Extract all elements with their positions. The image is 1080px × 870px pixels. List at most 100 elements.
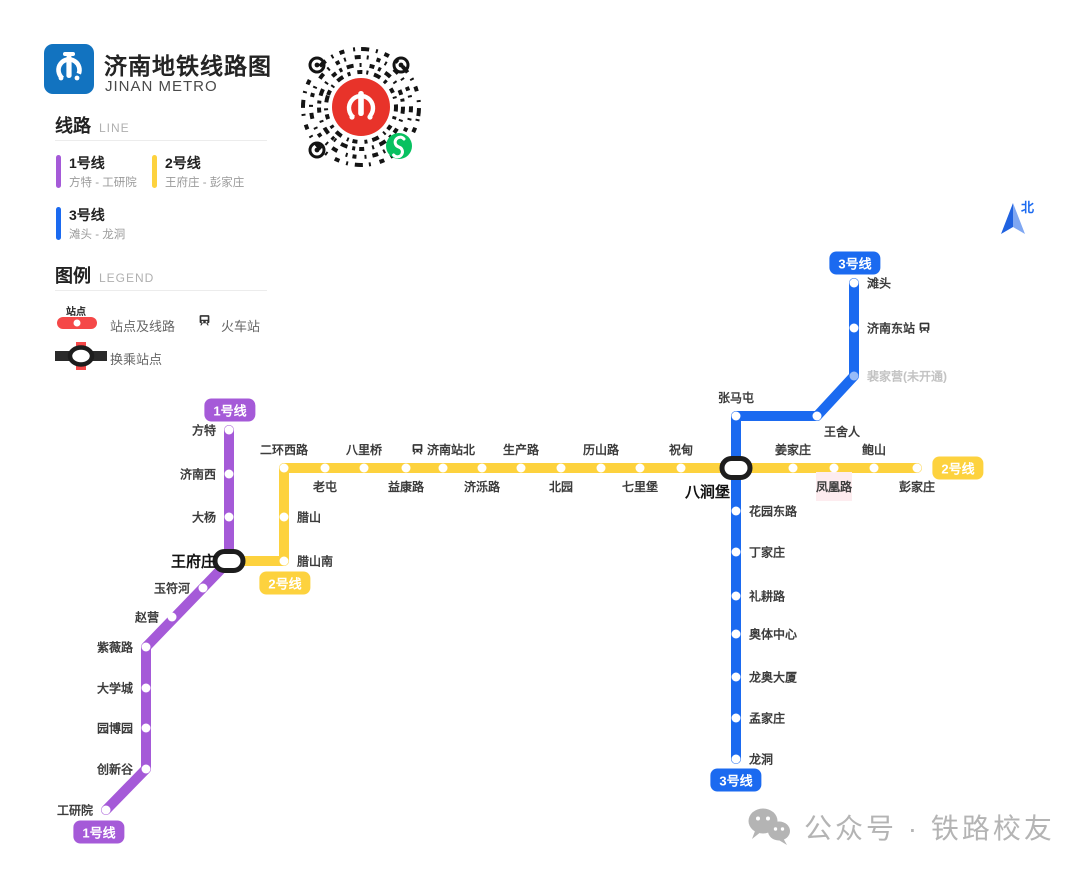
station-name: 生产路 (502, 443, 540, 457)
station-name: 济南站北 (426, 443, 476, 457)
station-label: 济南站北 (411, 441, 475, 458)
station-name: 龙洞 (749, 752, 774, 767)
station-name: 张马屯 (717, 391, 755, 405)
station-name: 园博园 (96, 721, 133, 736)
line2-badge: 2号线 (932, 456, 984, 480)
station-name: 历山路 (582, 443, 620, 457)
north-label: 北 (1021, 200, 1035, 215)
train-icon (412, 444, 423, 455)
line3-polyline (731, 278, 859, 764)
station-label: 祝甸 (669, 441, 693, 458)
station-label: 八涧堡 (685, 481, 730, 502)
station-label: 七里堡 (622, 478, 658, 495)
station-dot (224, 512, 234, 522)
station-name: 大杨 (191, 510, 216, 525)
station-dot (731, 411, 741, 421)
line-chip-1: 1号线 方特 - 工研院 (56, 155, 137, 190)
station-dot (731, 672, 741, 682)
station-dot (279, 512, 289, 522)
lines-section-title: 线路 (55, 116, 91, 136)
station-dot (198, 583, 208, 593)
station-dot (731, 713, 741, 723)
station-dot (829, 463, 839, 473)
station-label: 孟家庄 (749, 710, 785, 727)
line1-badge: 1号线 (73, 820, 125, 844)
station-label: 凤凰路 (816, 478, 852, 495)
station-name: 腊山南 (297, 554, 334, 569)
line-1-color-bar (56, 155, 61, 188)
station-label: 奥体中心 (749, 626, 797, 643)
station-dot (477, 463, 487, 473)
station-label: 历山路 (583, 441, 619, 458)
legend-divider (55, 290, 267, 291)
station-name: 赵营 (134, 610, 159, 625)
line1-badge: 1号线 (204, 398, 256, 422)
station-dot (731, 754, 741, 764)
station-dot (788, 463, 798, 473)
lines-section-header: 线路 LINE (55, 112, 130, 138)
station-name: 滩头 (867, 276, 892, 291)
station-label: 龙洞 (749, 751, 773, 768)
station-dot (731, 629, 741, 639)
station-label: 玉符河 (154, 580, 190, 597)
station-dot (141, 723, 151, 733)
station-name: 腊山 (297, 510, 322, 525)
legend-section-subtitle: LEGEND (99, 271, 155, 285)
station-dot (224, 425, 234, 435)
station-dot (596, 463, 606, 473)
station-dot (359, 463, 369, 473)
station-name: 姜家庄 (774, 443, 812, 457)
legend-transfer-sample (55, 342, 107, 370)
line-chip-2: 2号线 王府庄 - 彭家庄 (152, 155, 244, 190)
legend-station-dot (73, 319, 81, 327)
jinan-metro-logo (44, 44, 94, 94)
station-name: 济南东站 (867, 321, 916, 336)
station-dot (849, 371, 859, 381)
station-label: 大杨 (192, 509, 216, 526)
watermark-text: 公众号 · 铁路校友 (804, 813, 1055, 844)
station-name: 老屯 (312, 480, 338, 494)
station-name: 礼耕路 (749, 589, 786, 604)
station-name: 玉符河 (153, 581, 190, 596)
station-name: 裴家营(未开通) (867, 369, 947, 384)
station-name: 益康路 (387, 480, 425, 494)
legend-station-mini-label: 站点 (66, 307, 86, 318)
line-chip-3: 3号线 滩头 - 龙洞 (56, 207, 125, 242)
station-name: 方特 (191, 423, 216, 438)
transfer-station-marker (719, 456, 753, 480)
station-name: 北园 (548, 480, 574, 494)
station-name: 王府庄 (170, 553, 216, 571)
station-name: 孟家庄 (749, 711, 786, 726)
legend-station-line-sample (57, 317, 97, 329)
station-label: 创新谷 (97, 761, 133, 778)
page-subtitle: JINAN METRO (105, 78, 218, 95)
station-label: 紫薇路 (97, 639, 133, 656)
station-label: 张马屯 (718, 389, 754, 406)
station-dot (849, 278, 859, 288)
station-label: 济泺路 (464, 478, 500, 495)
train-icon (919, 322, 930, 333)
lines-divider (55, 140, 267, 141)
legend-train-icon (198, 314, 211, 332)
station-dot (516, 463, 526, 473)
station-dot (167, 612, 177, 622)
station-label: 工研院 (57, 802, 93, 819)
station-dot (912, 463, 922, 473)
station-label: 腊山南 (297, 553, 333, 570)
line-3-name: 3号线 (69, 207, 105, 223)
legend-station-line-label: 站点及线路 (110, 319, 176, 334)
station-dot (141, 642, 151, 652)
line1-polyline (101, 425, 234, 815)
station-label: 鲍山 (862, 441, 886, 458)
station-dot (141, 683, 151, 693)
station-label: 二环西路 (260, 441, 308, 458)
station-label: 龙奥大厦 (749, 669, 797, 686)
line-1-range: 方特 - 工研院 (69, 177, 137, 189)
station-name: 紫薇路 (96, 640, 133, 655)
station-dot (401, 463, 411, 473)
station-label: 济南西 (180, 466, 216, 483)
wechat-miniprogram-icon (386, 133, 412, 159)
station-name: 鲍山 (861, 443, 887, 457)
legend-section-header: 图例 LEGEND (55, 262, 154, 288)
